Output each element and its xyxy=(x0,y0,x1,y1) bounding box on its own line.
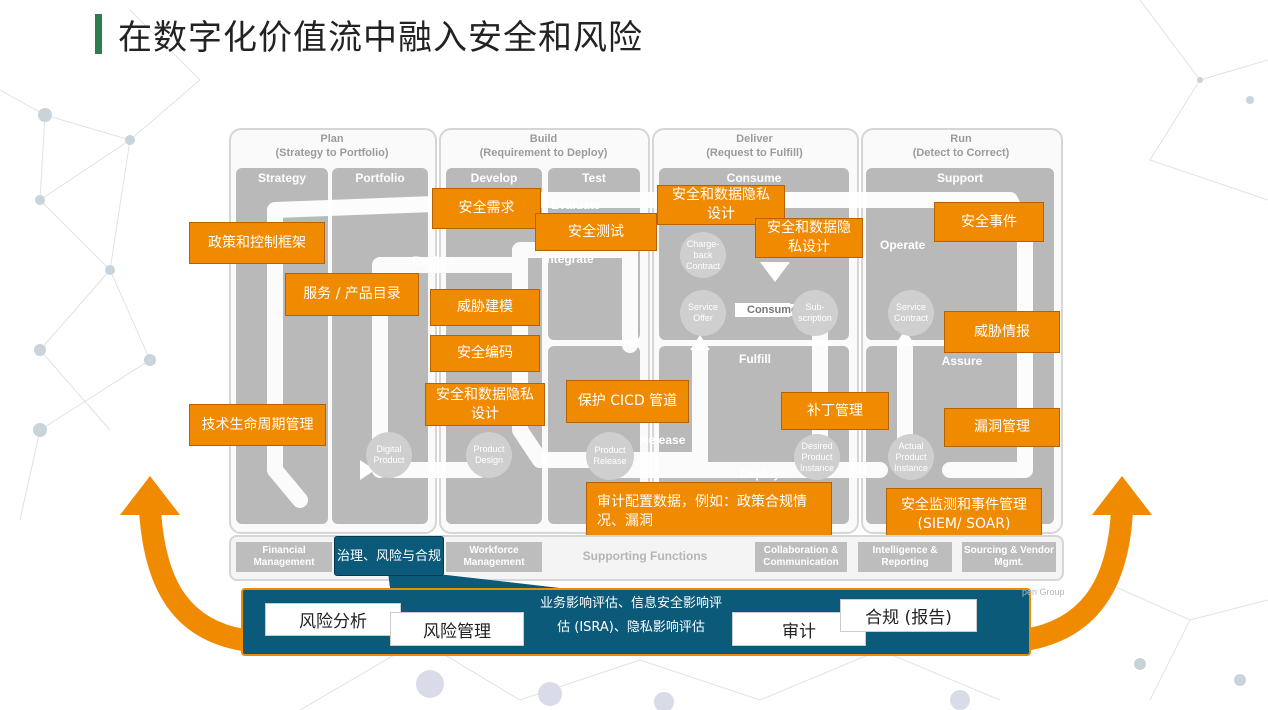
collaboration-box: Collaboration & Communication xyxy=(755,542,847,572)
audit-config-data-box: 审计配置数据，例如：政策合规情况、漏洞 xyxy=(586,482,832,542)
patch-management-box: 补丁管理 xyxy=(781,392,889,430)
deliver-heading: Deliver(Request to Fulfill) xyxy=(706,133,803,159)
actual-product-instance-node: Actual Product Instance xyxy=(888,434,934,480)
supporting-functions-title: Supporting Functions xyxy=(582,549,708,563)
digital-product-node: Digital Product xyxy=(366,432,412,478)
test-lane-label: Test xyxy=(582,171,606,185)
consume-flow-label: Consume xyxy=(745,304,800,316)
workforce-management-box: Workforce Management xyxy=(446,542,542,572)
protect-cicd-box: 保护 CICD 管道 xyxy=(566,380,689,423)
integrate-label: Integrate xyxy=(543,252,594,266)
build-heading: Build(Requirement to Deploy) xyxy=(479,133,608,159)
service-catalog-box: 服务 / 产品目录 xyxy=(285,273,419,316)
product-design-node: Product Design xyxy=(466,432,512,478)
security-requirements-box: 安全需求 xyxy=(432,188,541,229)
plan-heading: Plan(Strategy to Portfolio) xyxy=(275,133,389,159)
privacy-design-box-build: 安全和数据隐私设计 xyxy=(425,383,545,426)
deploy-label: Deploy xyxy=(740,467,781,481)
policy-control-framework-box: 政策和控制框架 xyxy=(189,222,325,264)
source-mark: pen Group xyxy=(1022,587,1065,597)
develop-lane-label: Develop xyxy=(470,171,518,185)
risk-analysis-box: 风险分析 xyxy=(265,603,401,636)
desired-product-instance-node: Desired Product Instance xyxy=(794,434,840,480)
impact-assessment-text: 业务影响评估、信息安全影响评估 (ISRA)、隐私影响评估 xyxy=(539,596,722,635)
consume-lane-label: Consume xyxy=(726,171,782,185)
siem-soar-box: 安全监测和事件管理 (SIEM/ SOAR) xyxy=(886,488,1042,542)
secure-coding-box: 安全编码 xyxy=(430,335,540,372)
product-release-node: Product Release xyxy=(586,432,634,480)
strategy-lane-label: Strategy xyxy=(257,171,307,185)
support-lane-label: Support xyxy=(937,171,983,185)
portfolio-lane-label: Portfolio xyxy=(355,171,405,185)
compliance-report-box: 合规 (报告) xyxy=(840,599,977,632)
security-incident-box: 安全事件 xyxy=(934,202,1044,242)
chargeback-contract-node: Charge-back Contract xyxy=(680,232,726,278)
privacy-design-box-consume: 安全和数据隐私设计 xyxy=(755,218,863,258)
service-contract-node: Service Contract xyxy=(888,290,934,336)
vulnerability-management-box: 漏洞管理 xyxy=(944,408,1060,447)
page-title: 在数字化价值流中融入安全和风险 xyxy=(118,18,643,58)
threat-intelligence-box: 威胁情报 xyxy=(944,311,1060,353)
explore-label: Explore xyxy=(412,254,457,268)
sourcing-vendor-box: Sourcing & Vendor Mgmt. xyxy=(962,542,1056,572)
financial-management-box: Financial Management xyxy=(236,542,332,572)
release-label: Release xyxy=(640,433,686,447)
lifecycle-management-box: 技术生命周期管理 xyxy=(189,404,326,446)
security-testing-box: 安全测试 xyxy=(535,213,657,251)
governance-risk-compliance-box: 治理、风险与合规 xyxy=(334,536,444,576)
assure-lane-label: Assure xyxy=(941,354,983,368)
risk-management-box: 风险管理 xyxy=(390,612,524,646)
service-offer-node: Service Offer xyxy=(680,290,726,336)
subscription-node: Sub-scription xyxy=(792,290,838,336)
operate-label: Operate xyxy=(880,238,926,252)
run-heading: Run(Detect to Correct) xyxy=(912,133,1010,159)
evaluate-label: Evaluate xyxy=(551,198,601,212)
intelligence-reporting-box: Intelligence & Reporting xyxy=(858,542,952,572)
fulfill-lane-label: Fulfill xyxy=(739,352,771,366)
title-accent-bar xyxy=(95,14,102,54)
threat-modeling-box: 威胁建模 xyxy=(430,289,540,326)
